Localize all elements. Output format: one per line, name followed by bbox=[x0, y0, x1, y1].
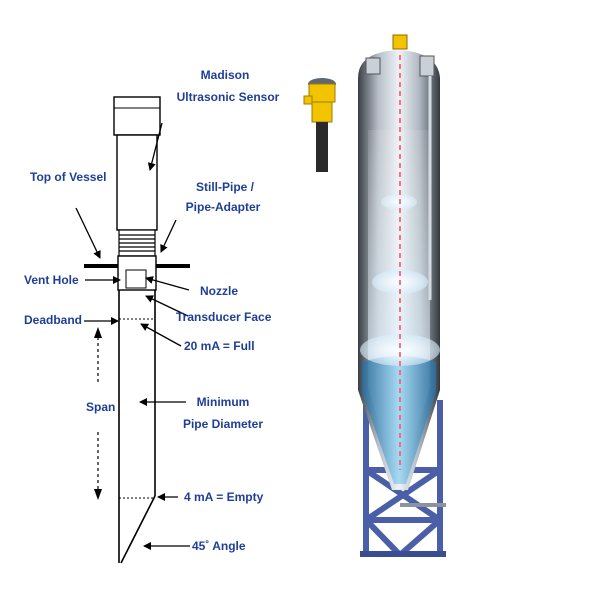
deadband-label: Deadband bbox=[24, 313, 83, 327]
top-sensor bbox=[392, 34, 408, 50]
min-pipe-label-line1: Minimum bbox=[196, 395, 250, 409]
vessel-top-flange bbox=[84, 264, 190, 268]
span-dimension-arrow bbox=[94, 327, 102, 500]
top-fitting bbox=[419, 55, 435, 77]
still-pipe bbox=[118, 290, 156, 564]
vent-hole-label: Vent Hole bbox=[24, 273, 79, 287]
nozzle bbox=[117, 255, 157, 291]
empty-level-label: 4 mA = Empty bbox=[184, 490, 264, 504]
min-pipe-label-line2: Pipe Diameter bbox=[182, 417, 264, 431]
frame-base bbox=[360, 551, 446, 557]
ultrasonic-sensor-product bbox=[303, 78, 336, 172]
top-fitting bbox=[365, 57, 381, 75]
transducer-face-label: Transducer Face bbox=[176, 310, 272, 324]
sensor-label-line2: Ultrasonic Sensor bbox=[176, 90, 280, 104]
sound-wave-disc bbox=[360, 334, 440, 366]
top-of-vessel-label: Top of Vessel bbox=[30, 170, 107, 184]
leader-arrows bbox=[75, 122, 190, 550]
nozzle-label: Nozzle bbox=[200, 284, 239, 298]
support-frame bbox=[363, 400, 443, 558]
angle-label: 45˚ Angle bbox=[192, 539, 246, 553]
span-label: Span bbox=[86, 400, 116, 414]
full-level-label: 20 mA = Full bbox=[184, 339, 255, 353]
sensor-label-line1: Madison bbox=[200, 68, 250, 82]
still-pipe-label-line1: Still-Pipe / bbox=[195, 180, 254, 194]
still-pipe-label-line2: Pipe-Adapter bbox=[185, 200, 261, 214]
ultrasonic-sensor-head bbox=[113, 96, 161, 231]
